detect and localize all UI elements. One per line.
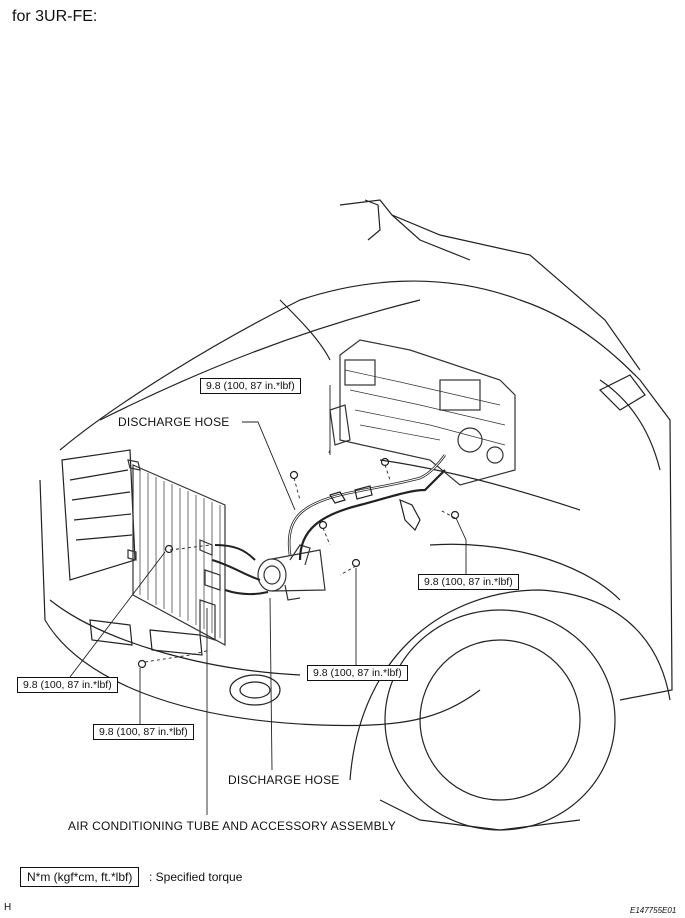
condenser: [127, 459, 226, 647]
windshield-outline: [339, 199, 641, 371]
torque-spec-condenser: 9.8 (100, 87 in.*lbf): [17, 677, 118, 693]
bolts: [137, 457, 460, 669]
torque-legend-text: : Specified torque: [149, 870, 243, 884]
torque-spec-compressor: 9.8 (100, 87 in.*lbf): [307, 665, 408, 681]
fender-outline: [619, 379, 673, 701]
ac-tube-line: [211, 544, 269, 596]
corner-letter: H: [4, 902, 12, 913]
discharge-hose-upper-label: DISCHARGE HOSE: [118, 415, 230, 429]
ac-tube-assembly-label: AIR CONDITIONING TUBE AND ACCESSORY ASSE…: [68, 819, 396, 833]
discharge-hose-lower-label: DISCHARGE HOSE: [228, 773, 340, 787]
torque-spec-right: 9.8 (100, 87 in.*lbf): [418, 574, 519, 590]
wheel-arch: [349, 589, 671, 781]
leader-lines: [69, 385, 467, 815]
hood-outline: [59, 280, 641, 451]
torque-spec-lower: 9.8 (100, 87 in.*lbf): [93, 724, 194, 740]
suction-hose-line: [298, 469, 446, 561]
torque-unit-legend-box: N*m (kgf*cm, ft.*lbf): [20, 867, 140, 887]
bumper-outline: [39, 479, 481, 727]
torque-spec-hvac: 9.8 (100, 87 in.*lbf): [200, 378, 301, 394]
compressor: [257, 544, 326, 601]
hvac-unit: [329, 339, 516, 486]
mirror-outline: [598, 374, 646, 411]
figure-id: E147755E01: [630, 906, 677, 915]
page-title: for 3UR-FE:: [12, 8, 98, 25]
fog-lamp: [229, 674, 281, 706]
